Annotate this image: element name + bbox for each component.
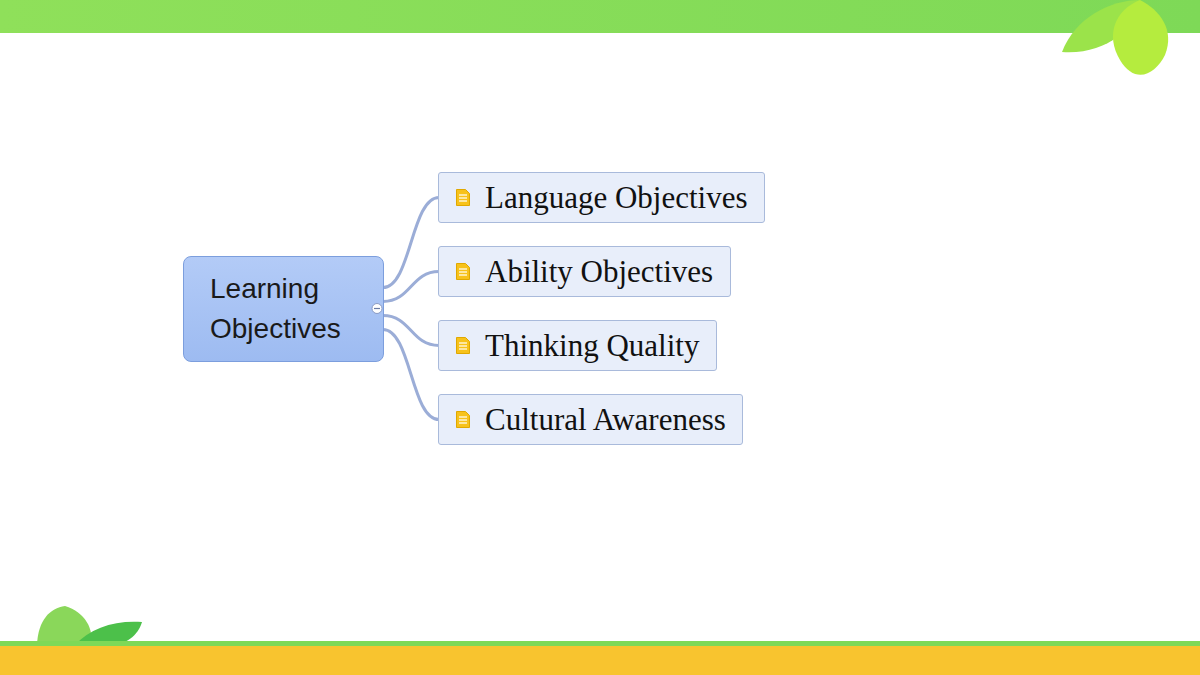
topic-text: Ability Objectives xyxy=(485,254,713,290)
topic-text: Learning Objectives xyxy=(210,269,369,349)
bottom-green-line xyxy=(0,641,1200,646)
topic-text: Thinking Quality xyxy=(485,328,699,364)
note-icon xyxy=(456,337,470,354)
subtopic-box: Ability Objectives xyxy=(438,246,731,297)
note-icon xyxy=(456,411,470,428)
note-icon xyxy=(456,263,470,280)
branch-connector xyxy=(383,330,439,420)
subtopic-box: Language Objectives xyxy=(438,172,765,223)
leaf-bottom-left xyxy=(37,606,142,645)
note-icon xyxy=(456,189,470,206)
collapse-button xyxy=(372,304,382,314)
topic-text: Cultural Awareness xyxy=(485,402,726,438)
branch-connector xyxy=(383,272,439,302)
subtopic-box: Thinking Quality xyxy=(438,320,717,371)
leaf-top-right xyxy=(1062,0,1168,75)
subtopic-box: Cultural Awareness xyxy=(438,394,743,445)
bottom-bar xyxy=(0,646,1200,675)
top-bar xyxy=(0,0,1200,33)
branch-connector xyxy=(383,316,439,346)
root-topic-box: Learning Objectives xyxy=(183,256,384,362)
topic-text: Language Objectives xyxy=(485,180,748,216)
